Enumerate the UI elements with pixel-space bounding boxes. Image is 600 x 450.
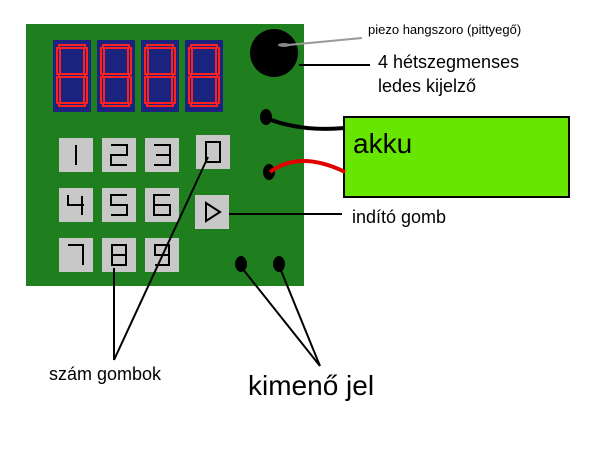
start-button-label: indító gomb xyxy=(352,207,447,227)
seven-segment-digit-3 xyxy=(141,40,179,112)
number-buttons-label: szám gombok xyxy=(49,364,162,384)
piezo-label: piezo hangszoro (pittyegő) xyxy=(368,22,522,37)
key-6[interactable] xyxy=(145,188,179,222)
battery-label: akku xyxy=(353,128,413,159)
key-4[interactable] xyxy=(59,188,93,222)
key-7[interactable] xyxy=(59,238,93,272)
seven-segment-digit-2 xyxy=(97,40,135,112)
output-signal-label: kimenő jel xyxy=(248,370,375,401)
display-label-line2: ledes kijelző xyxy=(378,76,477,96)
key-5[interactable] xyxy=(102,188,136,222)
display-label-line1: 4 hétszegmenses xyxy=(378,52,520,72)
key-2[interactable] xyxy=(102,138,136,172)
key-1[interactable] xyxy=(59,138,93,172)
seven-segment-digit-1 xyxy=(53,40,91,112)
key-8[interactable] xyxy=(102,238,136,272)
key-0[interactable] xyxy=(196,135,230,169)
seven-segment-digit-4 xyxy=(185,40,223,112)
start-button[interactable] xyxy=(195,195,229,229)
battery-box: akku xyxy=(343,116,570,198)
key-9[interactable] xyxy=(145,238,179,272)
key-3[interactable] xyxy=(145,138,179,172)
